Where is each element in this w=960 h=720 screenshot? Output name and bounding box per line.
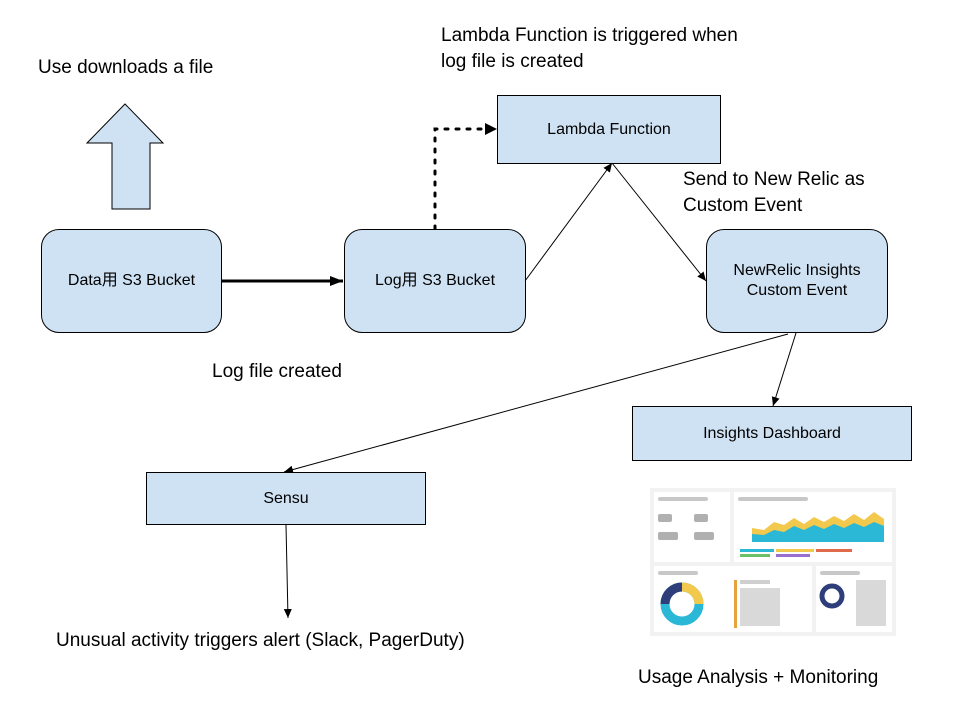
dashboard-traffic-chart-panel: [734, 492, 892, 562]
arrow-log-to-lambda: [524, 162, 613, 282]
lambda-trigger-line2: log file is created: [441, 51, 584, 72]
dashboard-stats-panel: [654, 492, 730, 562]
lambda-node: Lambda Function: [497, 95, 721, 164]
dashboard-screenshot-icon: [650, 488, 896, 636]
arrow-lambda-to-newrelic: [611, 162, 707, 282]
lambda-label: Lambda Function: [547, 120, 671, 138]
log-bucket-node: Log用 S3 Bucket: [344, 229, 526, 333]
arrow-newrelic-to-sensu: [283, 333, 789, 474]
send-newrelic-annotation: Send to New Relic as Custom Event: [683, 167, 865, 219]
insights-dashboard-node: Insights Dashboard: [632, 406, 912, 461]
user-download-annotation: Use downloads a file: [38, 57, 214, 78]
lambda-trigger-annotation: Lambda Function is triggered when log fi…: [441, 23, 738, 75]
arrow-newrelic-to-dashboard: [771, 332, 797, 407]
data-bucket-label: Data用 S3 Bucket: [67, 272, 196, 289]
log-created-annotation: Log file created: [212, 361, 342, 382]
send-newrelic-line1: Send to New Relic as: [683, 169, 865, 190]
usage-annotation: Usage Analysis + Monitoring: [638, 667, 879, 688]
up-arrow-icon: [85, 103, 165, 210]
newrelic-label-line1: NewRelic Insights: [733, 262, 861, 279]
sensu-node: Sensu: [146, 472, 426, 525]
arrow-log-to-lambda-trigger: [433, 127, 499, 231]
arrow-sensu-to-alert: [283, 524, 292, 619]
newrelic-node: NewRelic Insights Custom Event: [706, 229, 888, 333]
alert-annotation: Unusual activity triggers alert (Slack, …: [56, 630, 465, 651]
data-bucket-node: Data用 S3 Bucket: [41, 229, 222, 333]
lambda-trigger-line1: Lambda Function is triggered when: [441, 25, 738, 46]
send-newrelic-line2: Custom Event: [683, 195, 803, 216]
insights-dashboard-label: Insights Dashboard: [703, 424, 841, 442]
sensu-label: Sensu: [263, 489, 309, 507]
newrelic-label-line2: Custom Event: [746, 282, 848, 299]
arrow-trigger-head: [485, 123, 497, 135]
log-bucket-label: Log用 S3 Bucket: [374, 272, 496, 289]
dashboard-donut-panel: [654, 566, 812, 632]
dashboard-small-donut-panel: [816, 566, 892, 632]
